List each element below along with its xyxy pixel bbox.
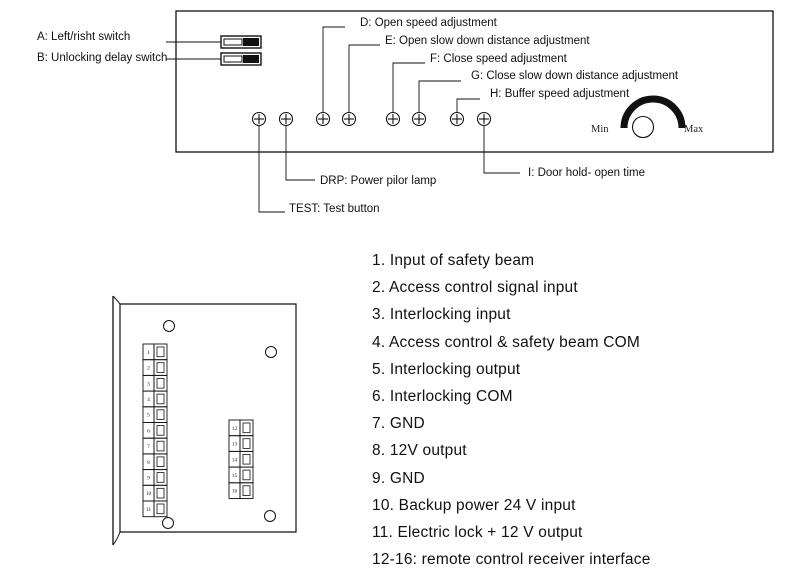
terminal-14: 14 [228,450,254,468]
legend-item-8: 8. 12V output [372,442,467,460]
right-terminal-strip: 12 13 14 15 16 [228,419,254,499]
legend-item-3: 3. Interlocking input [372,306,511,324]
terminal-number-label: 15 [232,473,238,479]
terminal-1: 1 [142,343,168,361]
dial-min-label: Min [591,124,609,135]
terminal-12: 12 [228,419,254,437]
terminal-number-label: 11 [146,507,152,513]
legend-item-11: 11. Electric lock + 12 V output [372,524,583,542]
legend-item-12-16: 12-16: remote control receiver interface [372,551,651,569]
terminal-number-label: 10 [146,491,152,497]
adjust-h-label: H: Buffer speed adjustment [490,88,630,100]
knob-d[interactable] [315,111,331,127]
terminal-2: 2 [142,359,168,376]
terminal-number-label: 16 [232,489,238,495]
knob-g[interactable] [411,111,427,127]
legend-item-4: 4. Access control & safety beam COM [372,333,641,351]
terminal-number-label: 6 [147,428,150,434]
legend-item-6: 6. Interlocking COM [372,388,513,406]
knob-row [251,111,492,127]
legend-item-7: 7. GND [372,415,425,433]
door-hold-dial[interactable] [620,95,686,139]
knob-f[interactable] [385,111,401,127]
legend-item-5: 5. Interlocking output [372,360,521,378]
legend-item-2: 2. Access control signal input [372,279,578,297]
legend-item-10: 10. Backup power 24 V input [372,496,576,514]
terminal-15: 15 [228,466,254,484]
legend-item-1: 1. Input of safety beam [372,252,535,269]
terminal-number-label: 7 [147,444,150,450]
drp-label: DRP: Power pilor lamp [320,175,436,187]
terminal-16: 16 [228,482,254,499]
terminal-5: 5 [142,406,168,423]
terminal-number-label: 12 [232,426,238,432]
knob-h[interactable] [449,111,465,127]
control-panel-box [175,10,774,153]
left-terminal-strip: 1 2 3 4 5 6 7 8 9 10 11 [142,343,168,518]
terminal-number-label: 13 [232,442,238,448]
terminal-number-label: 2 [147,366,150,372]
terminal-number-label: 1 [147,350,150,356]
dial-max-label: Max [684,124,704,135]
terminal-7: 7 [142,437,168,455]
terminal-number-label: 8 [147,460,150,466]
terminal-9: 9 [142,469,168,486]
drp-lamp [278,111,294,127]
knob-i[interactable] [476,111,492,127]
terminal-number-label: 9 [147,475,150,481]
test-button[interactable] [251,111,267,127]
legend-item-9: 9. GND [372,469,425,487]
terminal-3: 3 [142,374,168,392]
adjust-g-label: G: Close slow down distance adjustment [471,70,679,82]
terminal-6: 6 [142,422,168,439]
terminal-13: 13 [228,435,254,452]
switch-b-label: B: Unlocking delay switch [37,52,167,64]
terminal-legend: 1. Input of safety beam 2. Access contro… [372,247,651,573]
terminal-number-label: 5 [147,413,150,419]
switch-a-label: A: Left/risht switch [37,31,130,43]
adjust-f-label: F: Close speed adjustment [430,53,568,65]
test-label: TEST: Test button [289,203,380,215]
adjust-d-label: D: Open speed adjustment [360,17,498,29]
terminal-10: 10 [142,484,168,502]
terminal-11: 11 [142,500,168,518]
terminal-number-label: 3 [147,381,150,387]
door-hold-label: I: Door hold- open time [528,167,645,179]
terminal-8: 8 [142,453,168,471]
adjust-e-label: E: Open slow down distance adjustment [385,35,590,47]
terminal-number-label: 14 [232,457,238,463]
terminal-4: 4 [142,390,168,408]
terminal-number-label: 4 [147,397,150,403]
knob-e[interactable] [341,111,357,127]
